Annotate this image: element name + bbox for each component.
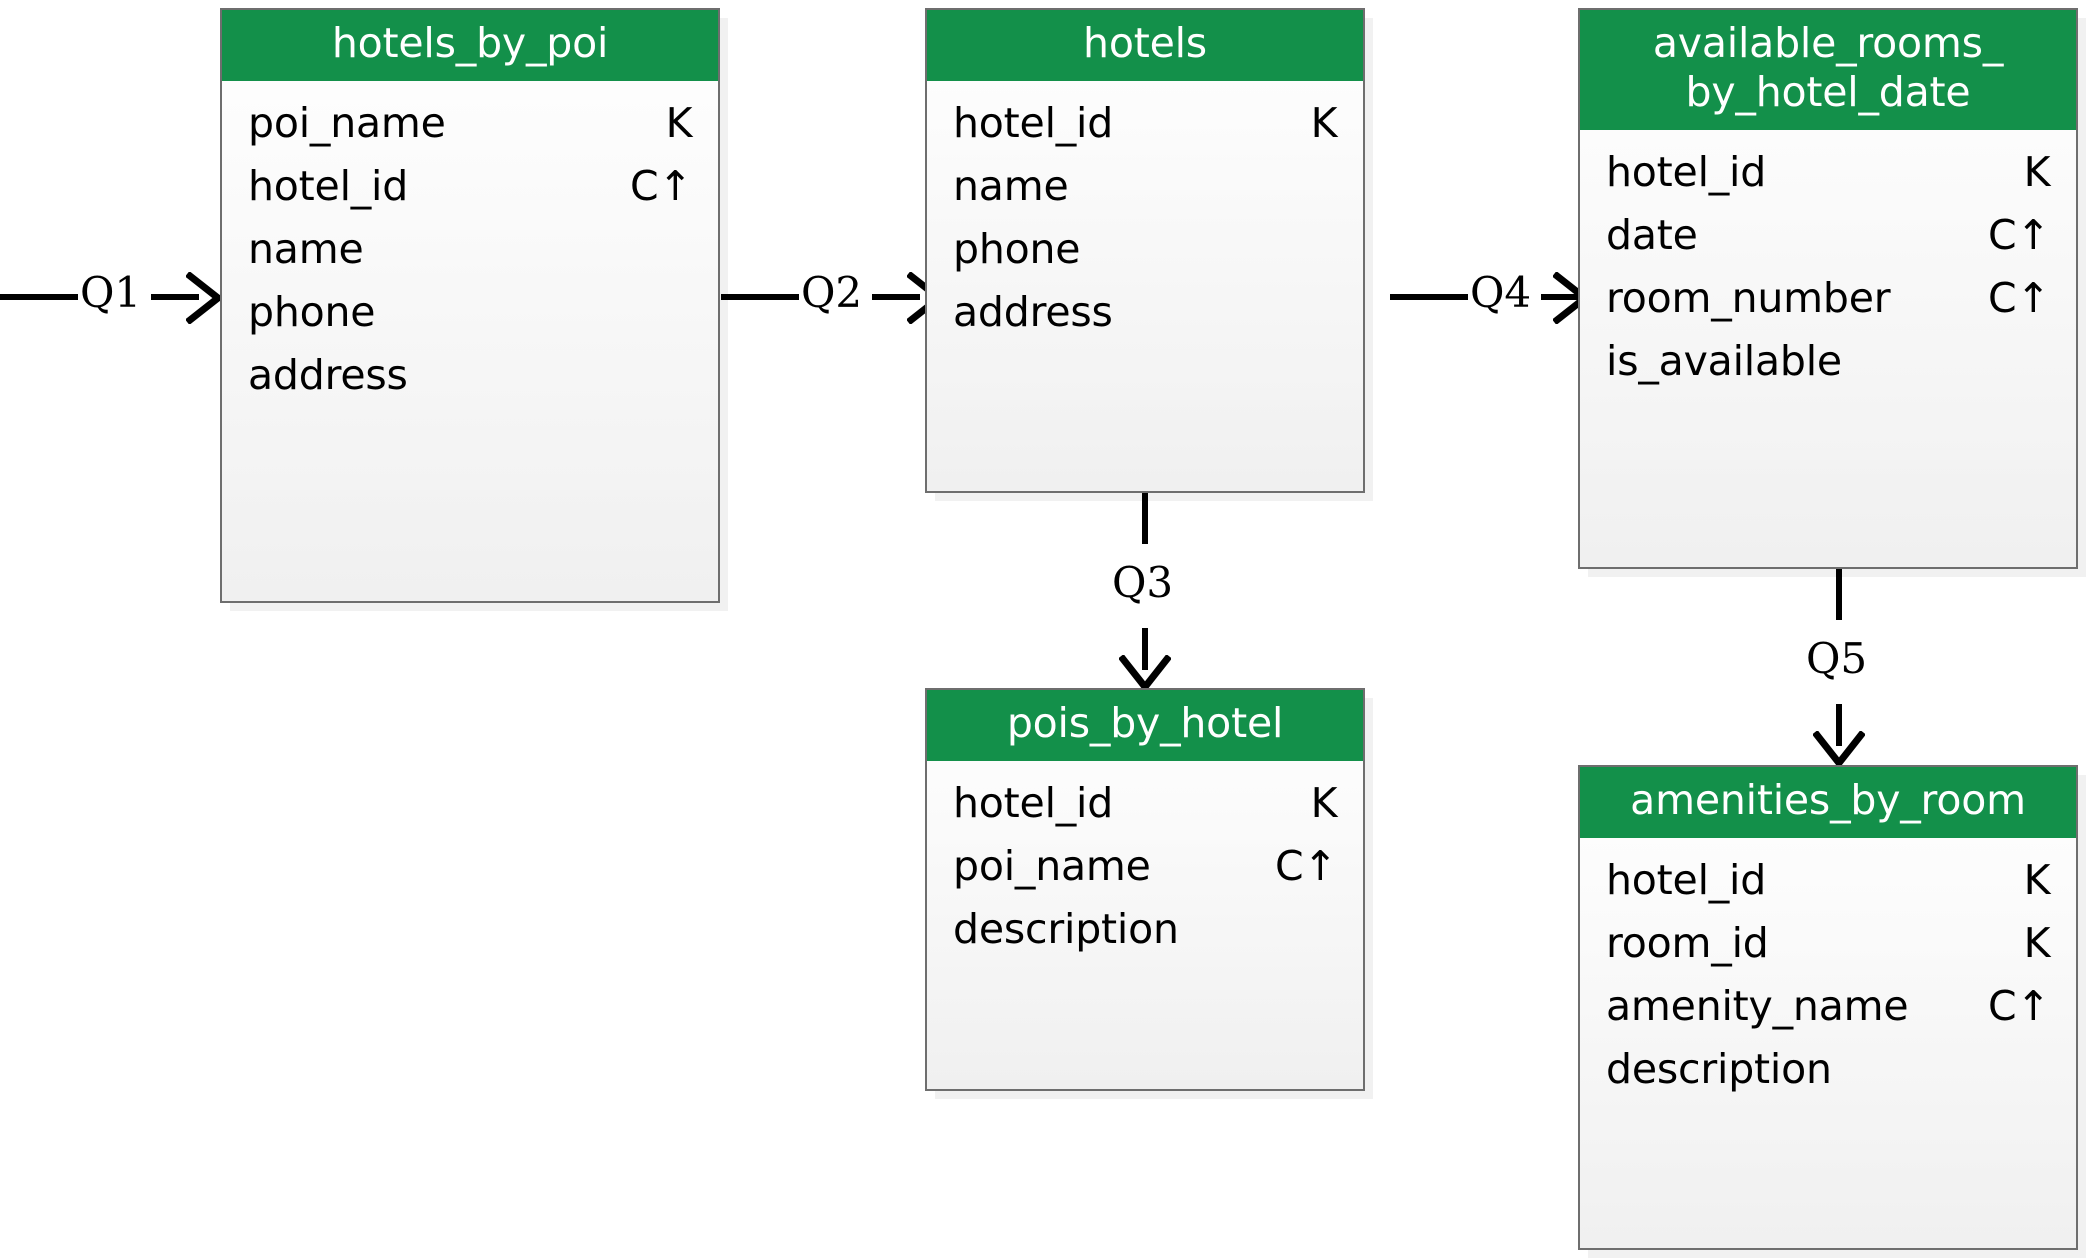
table-row: description [953, 904, 1337, 953]
table-row: name [953, 161, 1337, 210]
column-name: phone [248, 287, 376, 336]
column-key-marker: C↑ [1988, 981, 2050, 1030]
table-row: phone [953, 224, 1337, 273]
connector-q3-segment-bottom [1142, 628, 1148, 670]
connector-q4-segment-right [1541, 294, 1589, 300]
column-name: hotel_id [1606, 855, 1767, 904]
connector-q1-label: Q1 [80, 268, 142, 317]
table-row: name [248, 224, 692, 273]
table-row: address [953, 287, 1337, 336]
table-row: description [1606, 1044, 2050, 1093]
table-pois-by-hotel[interactable]: pois_by_hotel hotel_id K poi_name C↑ des… [925, 688, 1365, 1091]
column-name: is_available [1606, 336, 1842, 385]
table-row: hotel_id K [1606, 855, 2051, 904]
column-name: hotel_id [953, 778, 1114, 827]
column-name: hotel_id [248, 161, 409, 210]
table-row: address [248, 350, 692, 399]
column-name: hotel_id [953, 98, 1114, 147]
column-name: phone [953, 224, 1081, 273]
column-key-marker: C↑ [1988, 210, 2050, 259]
connector-q5-segment-bottom [1836, 704, 1842, 746]
table-hotels[interactable]: hotels hotel_id K name phone address [925, 8, 1365, 493]
table-title-amenities-by-room: amenities_by_room [1580, 767, 2076, 838]
connector-q4-segment-left [1390, 294, 1468, 300]
table-title-hotels-by-poi: hotels_by_poi [222, 10, 718, 81]
table-row: date C↑ [1606, 210, 2050, 259]
table-row: amenity_name C↑ [1606, 981, 2050, 1030]
table-row: poi_name K [248, 98, 693, 147]
table-available-rooms-by-hotel-date[interactable]: available_rooms_ by_hotel_date hotel_id … [1578, 8, 2078, 569]
column-key-marker: K [2023, 918, 2051, 967]
column-name: room_id [1606, 918, 1769, 967]
table-columns-pois-by-hotel: hotel_id K poi_name C↑ description [927, 761, 1363, 970]
connector-q4-label: Q4 [1470, 268, 1532, 317]
column-key-marker: C↑ [1988, 273, 2050, 322]
column-key-marker: K [2023, 147, 2051, 196]
table-row: room_number C↑ [1606, 273, 2050, 322]
table-title-available-rooms-by-hotel-date: available_rooms_ by_hotel_date [1580, 10, 2076, 130]
column-name: amenity_name [1606, 981, 1909, 1030]
connector-q5-segment-top [1836, 568, 1842, 620]
connector-q2-label: Q2 [801, 268, 863, 317]
column-key-marker: K [1310, 778, 1338, 827]
connector-q5-arrowhead-icon [1813, 731, 1865, 769]
column-key-marker: K [665, 98, 693, 147]
table-columns-amenities-by-room: hotel_id K room_id K amenity_name C↑ des… [1580, 838, 2076, 1110]
table-hotels-by-poi[interactable]: hotels_by_poi poi_name K hotel_id C↑ nam… [220, 8, 720, 603]
table-columns-hotels: hotel_id K name phone address [927, 81, 1363, 353]
table-row: is_available [1606, 336, 2050, 385]
column-name: poi_name [248, 98, 446, 147]
connector-q3-segment-top [1142, 492, 1148, 544]
connector-q1-arrowhead-icon [186, 272, 224, 324]
connector-q2-segment-left [721, 294, 799, 300]
column-key-marker: C↑ [630, 161, 692, 210]
connector-q2-segment-right [872, 294, 920, 300]
connector-q5-label: Q5 [1806, 634, 1868, 683]
column-name: description [953, 904, 1179, 953]
table-row: room_id K [1606, 918, 2051, 967]
column-name: address [248, 350, 408, 399]
column-name: date [1606, 210, 1698, 259]
column-key-marker: K [1310, 98, 1338, 147]
connector-q1-segment-right [151, 294, 199, 300]
column-name: name [953, 161, 1069, 210]
column-name: name [248, 224, 364, 273]
column-name: room_number [1606, 273, 1891, 322]
connector-q3-arrowhead-icon [1119, 655, 1171, 693]
column-name: hotel_id [1606, 147, 1767, 196]
connector-q3-label: Q3 [1112, 558, 1174, 607]
table-amenities-by-room[interactable]: amenities_by_room hotel_id K room_id K a… [1578, 765, 2078, 1250]
column-key-marker: K [2023, 855, 2051, 904]
table-title-hotels: hotels [927, 10, 1363, 81]
table-row: hotel_id K [953, 98, 1338, 147]
table-row: hotel_id C↑ [248, 161, 692, 210]
table-row: hotel_id K [1606, 147, 2051, 196]
table-row: hotel_id K [953, 778, 1338, 827]
table-title-pois-by-hotel: pois_by_hotel [927, 690, 1363, 761]
table-row: poi_name C↑ [953, 841, 1337, 890]
table-columns-available-rooms-by-hotel-date: hotel_id K date C↑ room_number C↑ is_ava… [1580, 130, 2076, 402]
table-columns-hotels-by-poi: poi_name K hotel_id C↑ name phone addres… [222, 81, 718, 416]
column-name: description [1606, 1044, 1832, 1093]
column-name: address [953, 287, 1113, 336]
column-name: poi_name [953, 841, 1151, 890]
table-row: phone [248, 287, 692, 336]
connector-q1-segment-left [0, 294, 78, 300]
column-key-marker: C↑ [1275, 841, 1337, 890]
